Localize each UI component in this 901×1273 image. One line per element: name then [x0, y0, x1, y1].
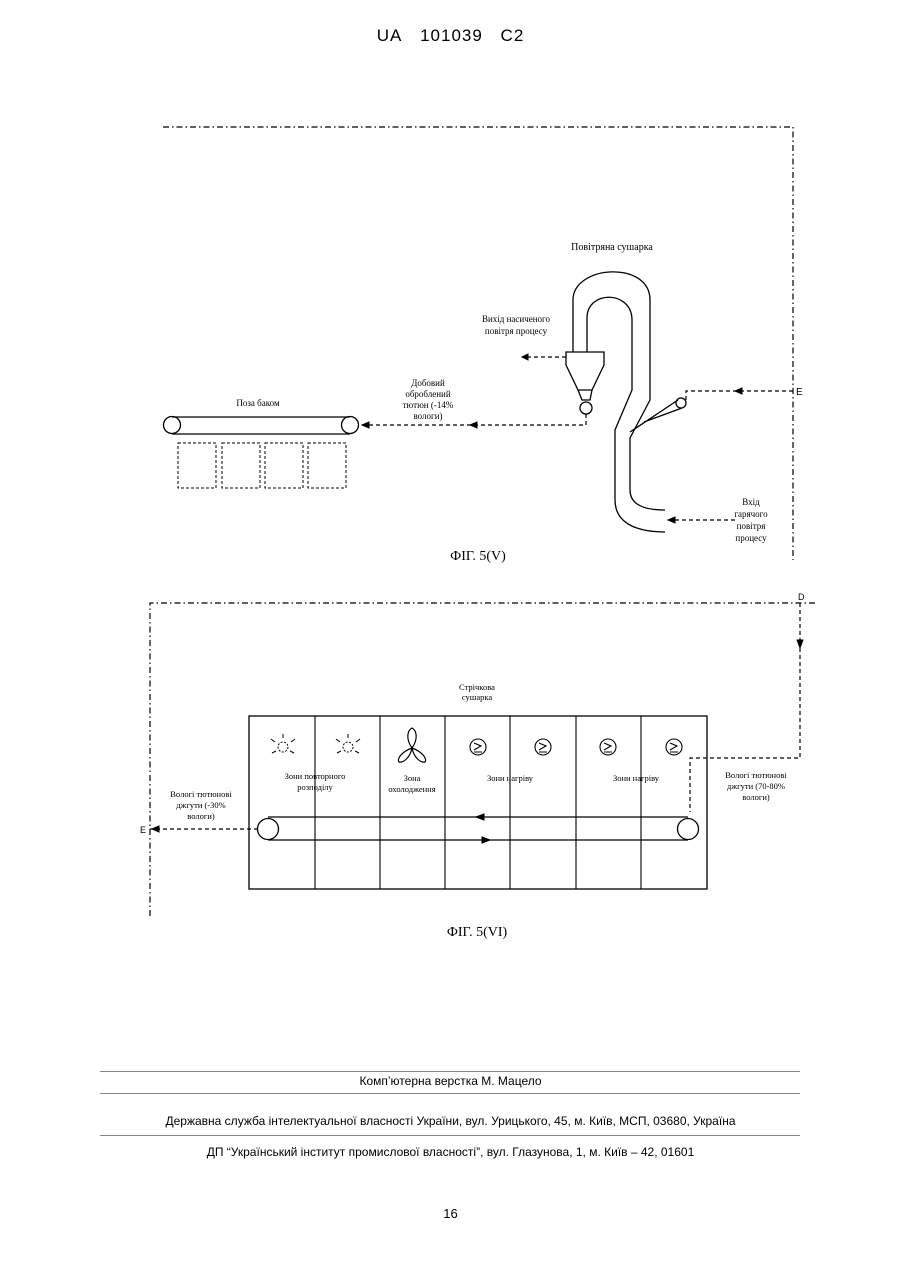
storage-bin-3	[265, 443, 303, 488]
output-label-line-1: Вологі тютюнові	[170, 789, 232, 799]
heater-icon-3	[600, 739, 616, 755]
page-number: 16	[0, 1206, 901, 1221]
connector-e-label: E	[796, 387, 803, 398]
belt-top-arrowhead	[476, 814, 484, 820]
redistribution-zone-label-1: Зони повторного	[285, 771, 346, 781]
connector-e-output-label: E	[140, 825, 146, 835]
belt-dryer-title-line-2: сушарка	[462, 692, 492, 702]
figure-5v-labels: Повітряна сушарка Вихід насиченого повіт…	[236, 242, 803, 564]
heater-icon-1	[470, 739, 486, 755]
redistribution-zone-label-2: розподілу	[297, 782, 333, 792]
dryer-section-dividers	[315, 716, 641, 889]
belt-dryer-body	[249, 716, 707, 889]
cyclone-separator	[566, 352, 604, 400]
air-dryer-title: Повітряна сушарка	[571, 242, 653, 253]
input-label-line-1: Вологі тютюнові	[725, 770, 787, 780]
output-label-line-4: вологи)	[413, 411, 442, 421]
output-arrowhead	[152, 826, 159, 832]
inlet-valve-right	[676, 398, 686, 408]
hot-air-label-line-4: процесу	[735, 533, 767, 543]
output-label-line-2: джгути (-30%	[176, 800, 226, 810]
cooling-fan-icon	[399, 728, 426, 762]
redistribution-icon-1	[271, 734, 295, 753]
footer-divider-1	[100, 1071, 800, 1072]
exhaust-label-line-1: Вихід насиченого	[482, 314, 551, 324]
input-label-line-3: вологи)	[742, 792, 770, 802]
conveyor-pulley-left	[164, 417, 181, 434]
storage-bin-4	[308, 443, 346, 488]
exhaust-label-line-2: повітря процесу	[485, 326, 548, 336]
dryer-pulley-right	[678, 819, 699, 840]
connector-d-label: D	[798, 592, 805, 602]
heater-icon-2	[535, 739, 551, 755]
conveyor-label: Поза баком	[236, 398, 280, 408]
heating-zone-b-label: Зони нагріву	[613, 773, 660, 783]
storage-bin-1	[178, 443, 216, 488]
hot-air-label-line-2: гарячого	[734, 509, 768, 519]
footer-institute: ДП “Український інститут промислової вла…	[0, 1145, 901, 1159]
footer-layout-credit: Комп’ютерна верстка М. Мацело	[0, 1074, 901, 1088]
output-label-line-3: тютюн (-14%	[403, 400, 454, 410]
footer-agency: Державна служба інтелектуальної власност…	[0, 1114, 901, 1128]
belt-bottom-arrowhead	[482, 837, 490, 843]
left-dashed-connector	[150, 603, 818, 916]
hot-air-label-line-3: повітря	[737, 521, 766, 531]
heater-icon-4	[666, 739, 682, 755]
hot-air-label-line-1: Вхід	[742, 497, 760, 507]
conveyor-pulley-right	[342, 417, 359, 434]
output-label-line-2: оброблений	[405, 389, 451, 399]
connector-e-arrowhead	[735, 388, 742, 394]
input-label-line-2: джгути (70-80%	[727, 781, 785, 791]
figure-5vi-caption: ФІГ. 5(VI)	[447, 925, 508, 940]
figure-5v	[163, 127, 793, 560]
footer-divider-3	[100, 1135, 800, 1136]
dryer-belt	[268, 817, 688, 840]
output-label-line-1: Добовий	[411, 378, 445, 388]
dryer-branch	[630, 400, 682, 432]
buffer-conveyor-belt	[172, 417, 350, 434]
figure-5vi-labels: Стрічкова сушарка Зони повторного розпод…	[140, 592, 805, 940]
hot-air-arrowhead	[668, 517, 675, 523]
dryer-pulley-left	[258, 819, 279, 840]
cooling-zone-label-2: охолодження	[388, 784, 435, 794]
connector-d-arrowhead	[797, 640, 803, 648]
exhaust-arrowhead	[522, 354, 528, 360]
belt-dryer-title-line-1: Стрічкова	[459, 682, 495, 692]
figure-5v-caption: ФІГ. 5(V)	[450, 549, 506, 564]
product-arrowhead-1	[470, 422, 477, 428]
redistribution-icon-2	[336, 734, 360, 753]
rotary-valve	[580, 402, 592, 414]
product-arrowhead-2	[362, 422, 369, 428]
heating-zone-a-label: Зони нагріву	[487, 773, 534, 783]
figure-5vi	[150, 603, 818, 916]
top-dashed-connector	[163, 127, 793, 560]
footer-divider-2	[100, 1093, 800, 1094]
output-label-line-3: вологи)	[187, 811, 215, 821]
storage-bin-2	[222, 443, 260, 488]
cooling-zone-label-1: Зона	[404, 773, 421, 783]
